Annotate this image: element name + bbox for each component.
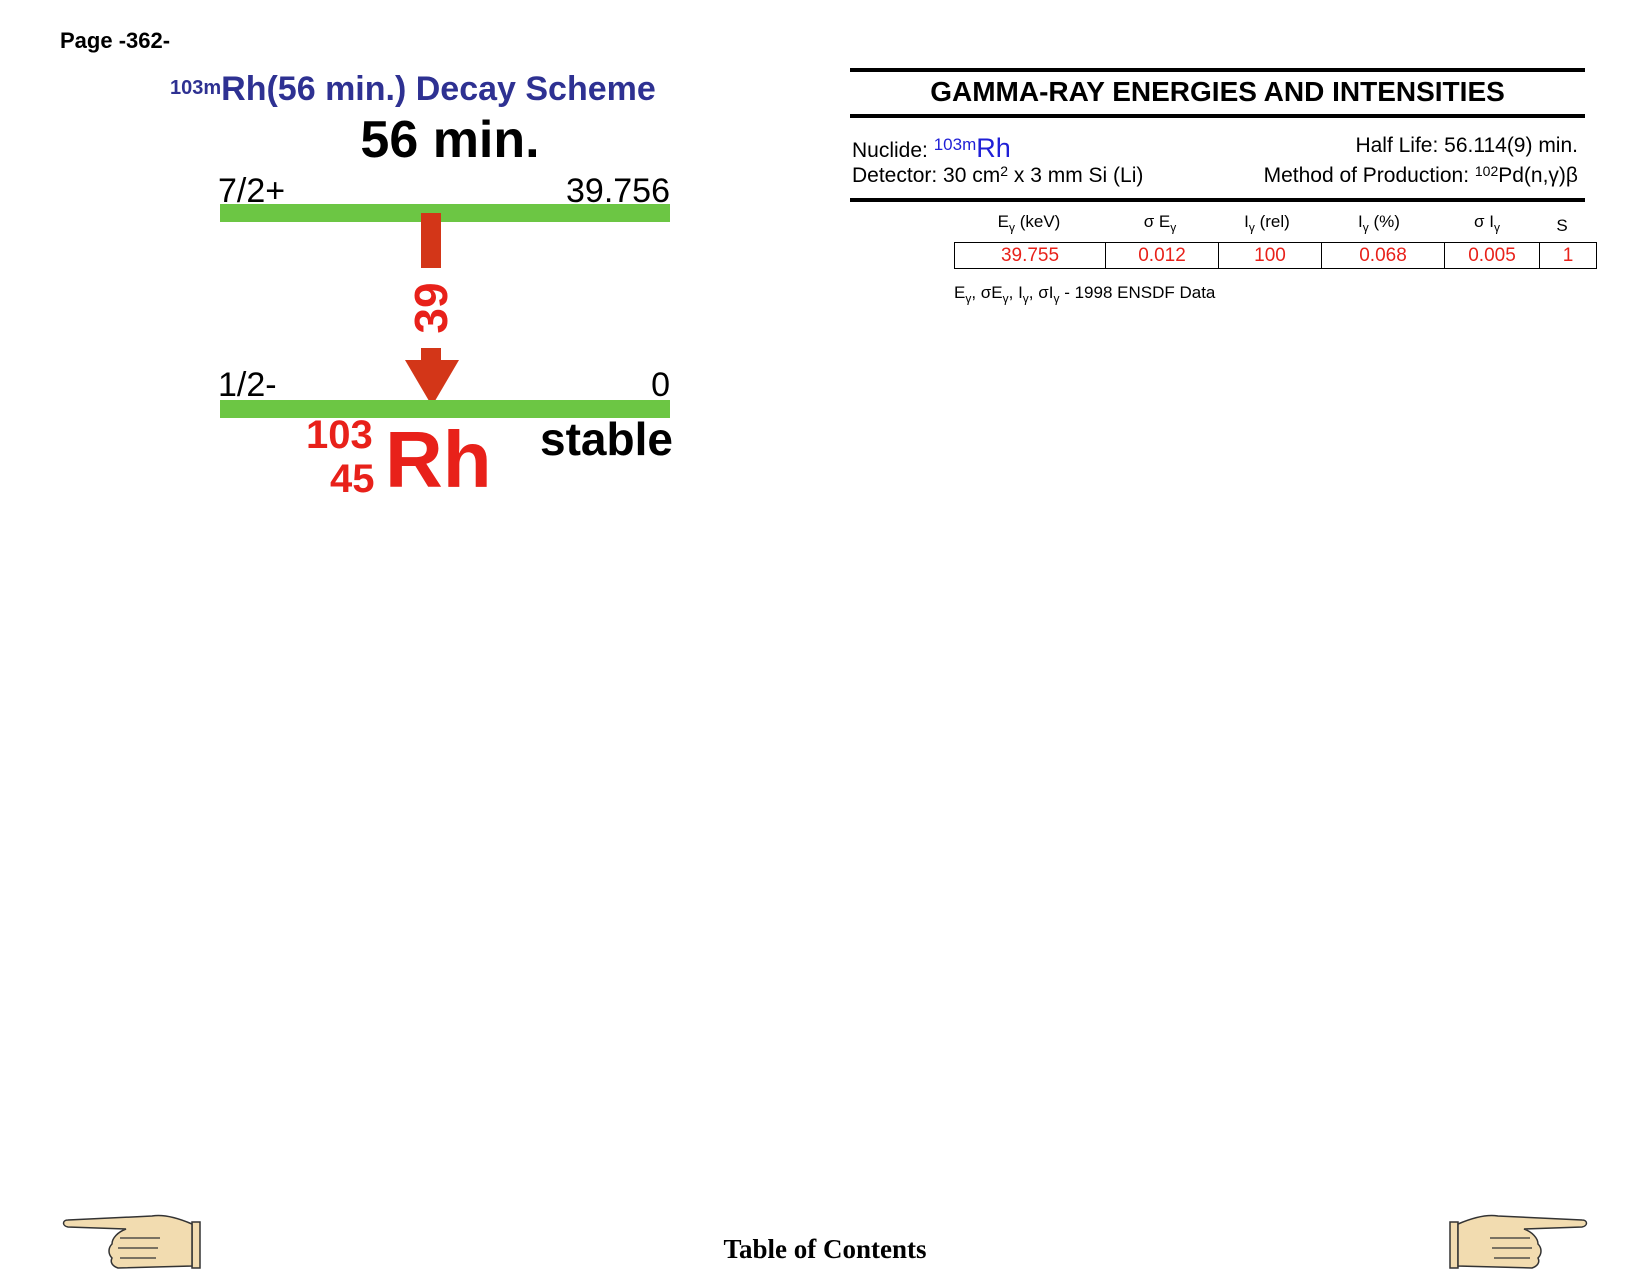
page-number: Page -362- <box>60 28 171 53</box>
col-header-suffix: (keV) <box>1015 212 1061 231</box>
method-text-rest: Pd(n,γ)β <box>1498 164 1578 187</box>
cell-intensity-uncertainty: 0.005 <box>1444 242 1540 269</box>
daughter-status: stable <box>540 413 673 465</box>
col-header-intensity-uncertainty: σ Iγ <box>1440 212 1534 234</box>
gamma-table-heading: GAMMA-RAY ENERGIES AND INTENSITIES <box>930 76 1505 107</box>
header-rule-top <box>850 68 1585 72</box>
gamma-table: 39.755 0.012 100 0.068 0.005 1 <box>954 242 1597 269</box>
upper-level-energy: 39.756 <box>566 172 670 210</box>
col-header-sub: γ <box>1248 220 1255 235</box>
title-text: Rh(56 min.) Decay Scheme <box>221 70 656 108</box>
lower-level-energy: 0 <box>651 366 670 404</box>
col-header-sub: γ <box>1170 220 1177 235</box>
col-header-energy-uncertainty: σ Eγ <box>1104 212 1216 234</box>
gamma-label-box: 39 <box>398 268 464 348</box>
method-superscript: 102 <box>1474 163 1499 179</box>
detector-text: Detector: 30 cm <box>852 164 1001 187</box>
col-header-text: σ E <box>1143 212 1171 231</box>
table-footnote: Eγ, σEγ, Iγ, σIγ - 1998 ENSDF Data <box>954 283 1216 306</box>
method-text: Method of Production: <box>1263 164 1475 187</box>
footnote-source: 1998 ENSDF Data <box>1074 283 1216 302</box>
lower-level-bar <box>220 400 670 418</box>
detector-superscript: 2 <box>1000 163 1009 179</box>
parent-half-life: 56 min. <box>360 111 540 169</box>
cell-intensity-pct: 0.068 <box>1321 242 1445 269</box>
col-header-suffix: (%) <box>1368 212 1400 231</box>
upper-level-spin: 7/2+ <box>218 172 286 210</box>
next-page-hand-icon[interactable] <box>1448 1208 1590 1272</box>
header-rule-middle <box>850 114 1585 118</box>
col-header-energy: Eγ (keV) <box>954 212 1104 234</box>
detector-text-rest: x 3 mm Si (Li) <box>1008 164 1144 187</box>
daughter-atomic-number: 45 <box>330 457 375 501</box>
cell-energy-uncertainty: 0.012 <box>1105 242 1219 269</box>
header-rule-bottom <box>850 198 1585 202</box>
cell-intensity-rel: 100 <box>1218 242 1322 269</box>
col-header-intensity-rel: Iγ (rel) <box>1216 212 1318 234</box>
col-header-text: I <box>1358 212 1363 231</box>
previous-page-hand-icon[interactable] <box>60 1208 202 1272</box>
lower-level-spin: 1/2- <box>218 366 277 404</box>
col-header-sub: γ <box>1362 220 1369 235</box>
gamma-label: 39 <box>405 282 457 334</box>
gamma-arrow-head <box>405 360 459 406</box>
col-header-text: E <box>997 212 1009 231</box>
half-life-info: Half Life: 56.114(9) min. <box>1355 134 1578 157</box>
col-header-suffix: (rel) <box>1254 212 1290 231</box>
production-method-info: Method of Production: 102Pd(n,γ)β <box>1150 163 1578 188</box>
nuclide-symbol: Rh <box>976 133 1011 163</box>
nuclide-info: Nuclide: 103mRh <box>852 133 1011 164</box>
col-header-text: σ I <box>1474 212 1494 231</box>
col-header-s: S <box>1556 216 1568 235</box>
col-header-text: I <box>1244 212 1249 231</box>
table-row: 39.755 0.012 100 0.068 0.005 1 <box>954 242 1597 269</box>
table-of-contents-link[interactable]: Table of Contents <box>723 1234 927 1264</box>
col-header-intensity-pct: Iγ (%) <box>1318 212 1440 234</box>
daughter-mass-number: 103 <box>306 413 373 457</box>
detector-info: Detector: 30 cm2 x 3 mm Si (Li) <box>852 163 1144 188</box>
daughter-symbol: Rh <box>385 415 492 504</box>
nuclide-label: Nuclide: <box>852 139 928 162</box>
decay-scheme-title: 103mRh(56 min.) Decay Scheme <box>170 70 656 109</box>
title-superscript: 103m <box>170 77 222 99</box>
col-header-sub: γ <box>1493 220 1500 235</box>
cell-s: 1 <box>1539 242 1597 269</box>
cell-energy: 39.755 <box>954 242 1106 269</box>
col-header-sub: γ <box>1009 220 1015 235</box>
nuclide-name: 103mRh <box>934 133 1011 163</box>
upper-level-bar <box>220 204 670 222</box>
nuclide-superscript: 103m <box>933 135 977 154</box>
